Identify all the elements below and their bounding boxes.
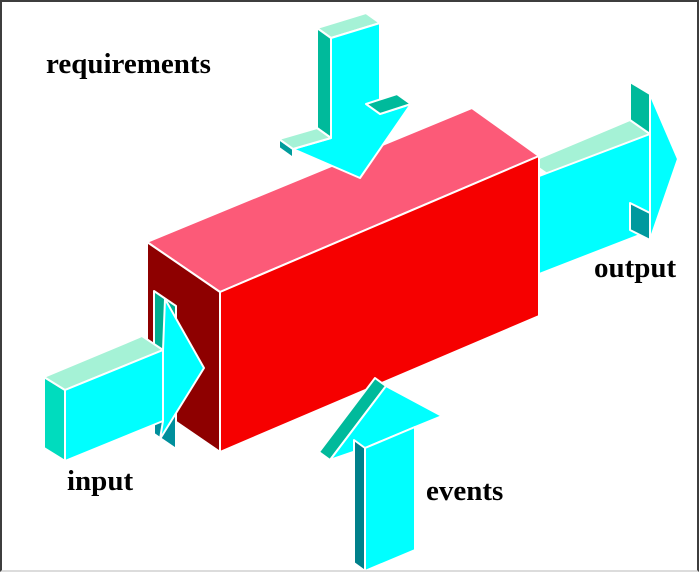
input-arrow [43,298,205,462]
requirements-arrow [278,12,412,179]
events-arrow-shaft-front [364,426,416,570]
requirements-arrow-left-wing-top [278,127,332,150]
requirements-arrow-shaft-side [316,27,332,139]
events-arrow-shaft-side [353,439,366,570]
events-arrow [318,377,443,570]
input-arrow-tail-cap [43,376,66,462]
events-label: events [426,475,504,507]
requirements-arrow-right-wing-top [365,93,412,115]
output-arrow-head [649,93,679,241]
output-arrow-bottom-fin [629,202,651,241]
box-front-face [219,155,540,453]
input-arrow-head [159,298,205,440]
output-label: output [594,252,677,284]
output-arrow [529,81,679,277]
requirements-label: requirements [46,48,211,80]
process-box [146,107,540,453]
input-label: input [67,465,134,497]
